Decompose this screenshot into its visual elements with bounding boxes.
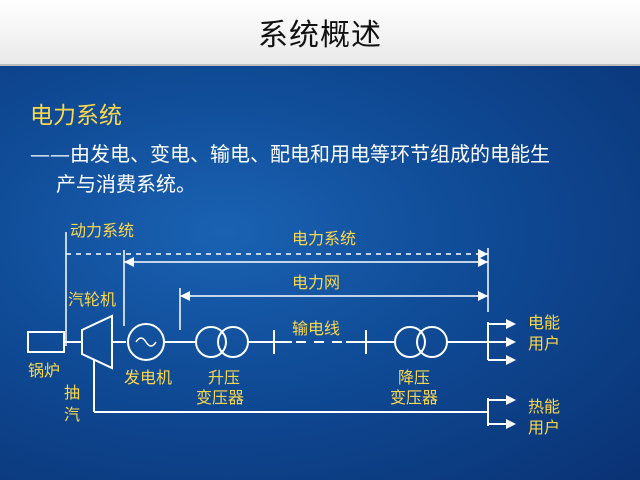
generator-sine — [135, 337, 157, 347]
label-step-up-1: 升压 — [208, 368, 240, 387]
arrow-network-left — [180, 291, 190, 301]
section-heading: 电力系统 — [30, 103, 122, 129]
label-step-up-2: 变压器 — [196, 388, 244, 407]
page-title: 系统概述 — [258, 18, 382, 53]
title-bar: 系统概述 — [0, 0, 640, 66]
heat-feeder-1-arrow — [506, 395, 516, 405]
stepup-coil-2 — [217, 326, 249, 358]
label-electric-user-1: 电能 — [528, 313, 560, 332]
label-step-down-2: 变压器 — [390, 388, 438, 407]
electric-feeder-1-arrow — [506, 319, 516, 329]
electric-feeder-2-arrow — [506, 337, 516, 347]
label-power-network: 电力网 — [292, 273, 340, 292]
label-transmission-line: 输电线 — [292, 319, 340, 338]
label-dongli-system: 动力系统 — [70, 221, 134, 240]
boiler-block — [27, 331, 65, 353]
label-step-down-1: 降压 — [398, 368, 430, 387]
stepdown-coil-1 — [394, 326, 426, 358]
heat-feeder-2-arrow — [506, 419, 516, 429]
stepdown-coil-2 — [416, 326, 448, 358]
label-electric-user-2: 用户 — [528, 334, 560, 353]
arrow-dongli-right — [478, 249, 488, 259]
label-generator: 发电机 — [124, 368, 172, 387]
label-dianli-system: 电力系统 — [292, 229, 356, 248]
label-steam-turbine: 汽轮机 — [68, 290, 116, 309]
label-extraction-1: 抽 — [64, 383, 80, 402]
arrow-network-right — [478, 291, 488, 301]
label-boiler: 锅炉 — [28, 361, 60, 380]
arrow-dianli-right — [478, 257, 488, 267]
arrow-dianli-left — [124, 257, 134, 267]
label-heat-user-2: 用户 — [528, 418, 560, 437]
definition-line-1: ——由发电、变电、输电、配电和用电等环节组成的电能生 — [30, 142, 550, 166]
electric-feeder-3-arrow — [506, 355, 516, 365]
turbine-symbol — [81, 314, 113, 370]
stepup-coil-1 — [195, 326, 227, 358]
label-extraction-2: 汽 — [64, 405, 80, 424]
definition-line-2: 产与消费系统。 — [56, 172, 196, 196]
label-heat-user-1: 热能 — [528, 397, 560, 416]
